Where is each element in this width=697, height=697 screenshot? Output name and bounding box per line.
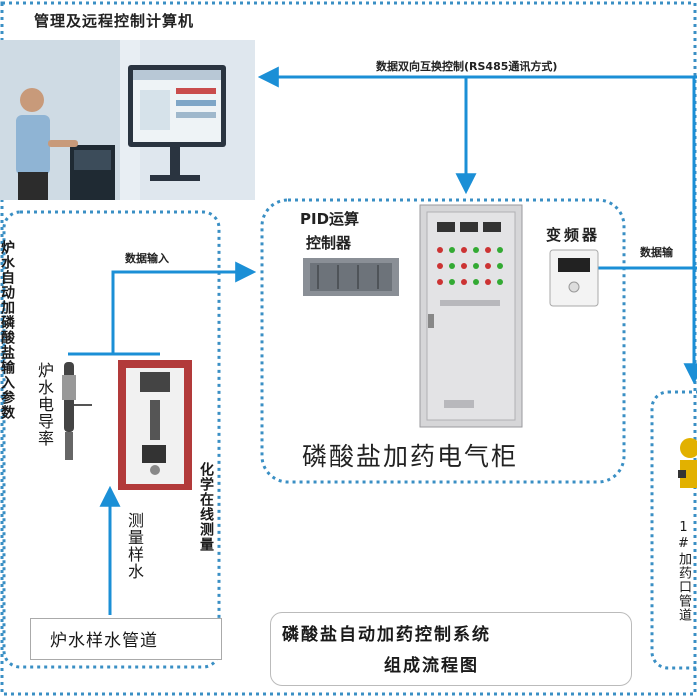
control-computer-photo	[0, 40, 255, 200]
conductivity-sensor	[62, 362, 92, 460]
analyzer-panel	[118, 360, 192, 490]
caption-line1: 磷酸盐自动加药控制系统	[282, 625, 491, 645]
pid-label-line2: 控制器	[306, 234, 352, 252]
inverter-device	[549, 249, 599, 307]
conductivity-label: 炉水电导率	[35, 362, 54, 447]
pid-label-line1: PID运算	[300, 210, 360, 228]
data-output-label: 数据输	[640, 246, 673, 259]
data-input-arrow	[111, 261, 257, 355]
sample-pipe-label: 炉水样水管道	[50, 631, 158, 651]
dosing-pipe-label: 1#加药口管道	[676, 520, 691, 622]
caption-box	[270, 612, 632, 686]
dosing-pump	[678, 438, 697, 488]
pid-controller-device	[303, 258, 399, 296]
inverter-label: 变频器	[546, 226, 601, 244]
cabinet-title: 磷酸盐加药电气柜	[302, 442, 519, 471]
sample-pipe-box	[30, 618, 222, 660]
left-measure-dashed-box	[2, 210, 221, 669]
data-input-label: 数据输入	[125, 252, 169, 265]
computer-title: 管理及远程控制计算机	[34, 12, 195, 30]
dosing-dashed-box	[650, 390, 697, 670]
cabinet-dashed-box	[260, 198, 626, 484]
chem-online-label: 化学在线测量	[198, 462, 214, 552]
caption-line2: 组成流程图	[384, 656, 479, 676]
bidirectional-label: 数据双向互换控制(RS485通讯方式)	[376, 60, 558, 73]
left-vertical-label: 炉水自动加磷酸盐输入参数	[0, 240, 15, 420]
measure-sample-label: 测量样水	[125, 512, 144, 580]
electrical-cabinet	[419, 204, 523, 428]
